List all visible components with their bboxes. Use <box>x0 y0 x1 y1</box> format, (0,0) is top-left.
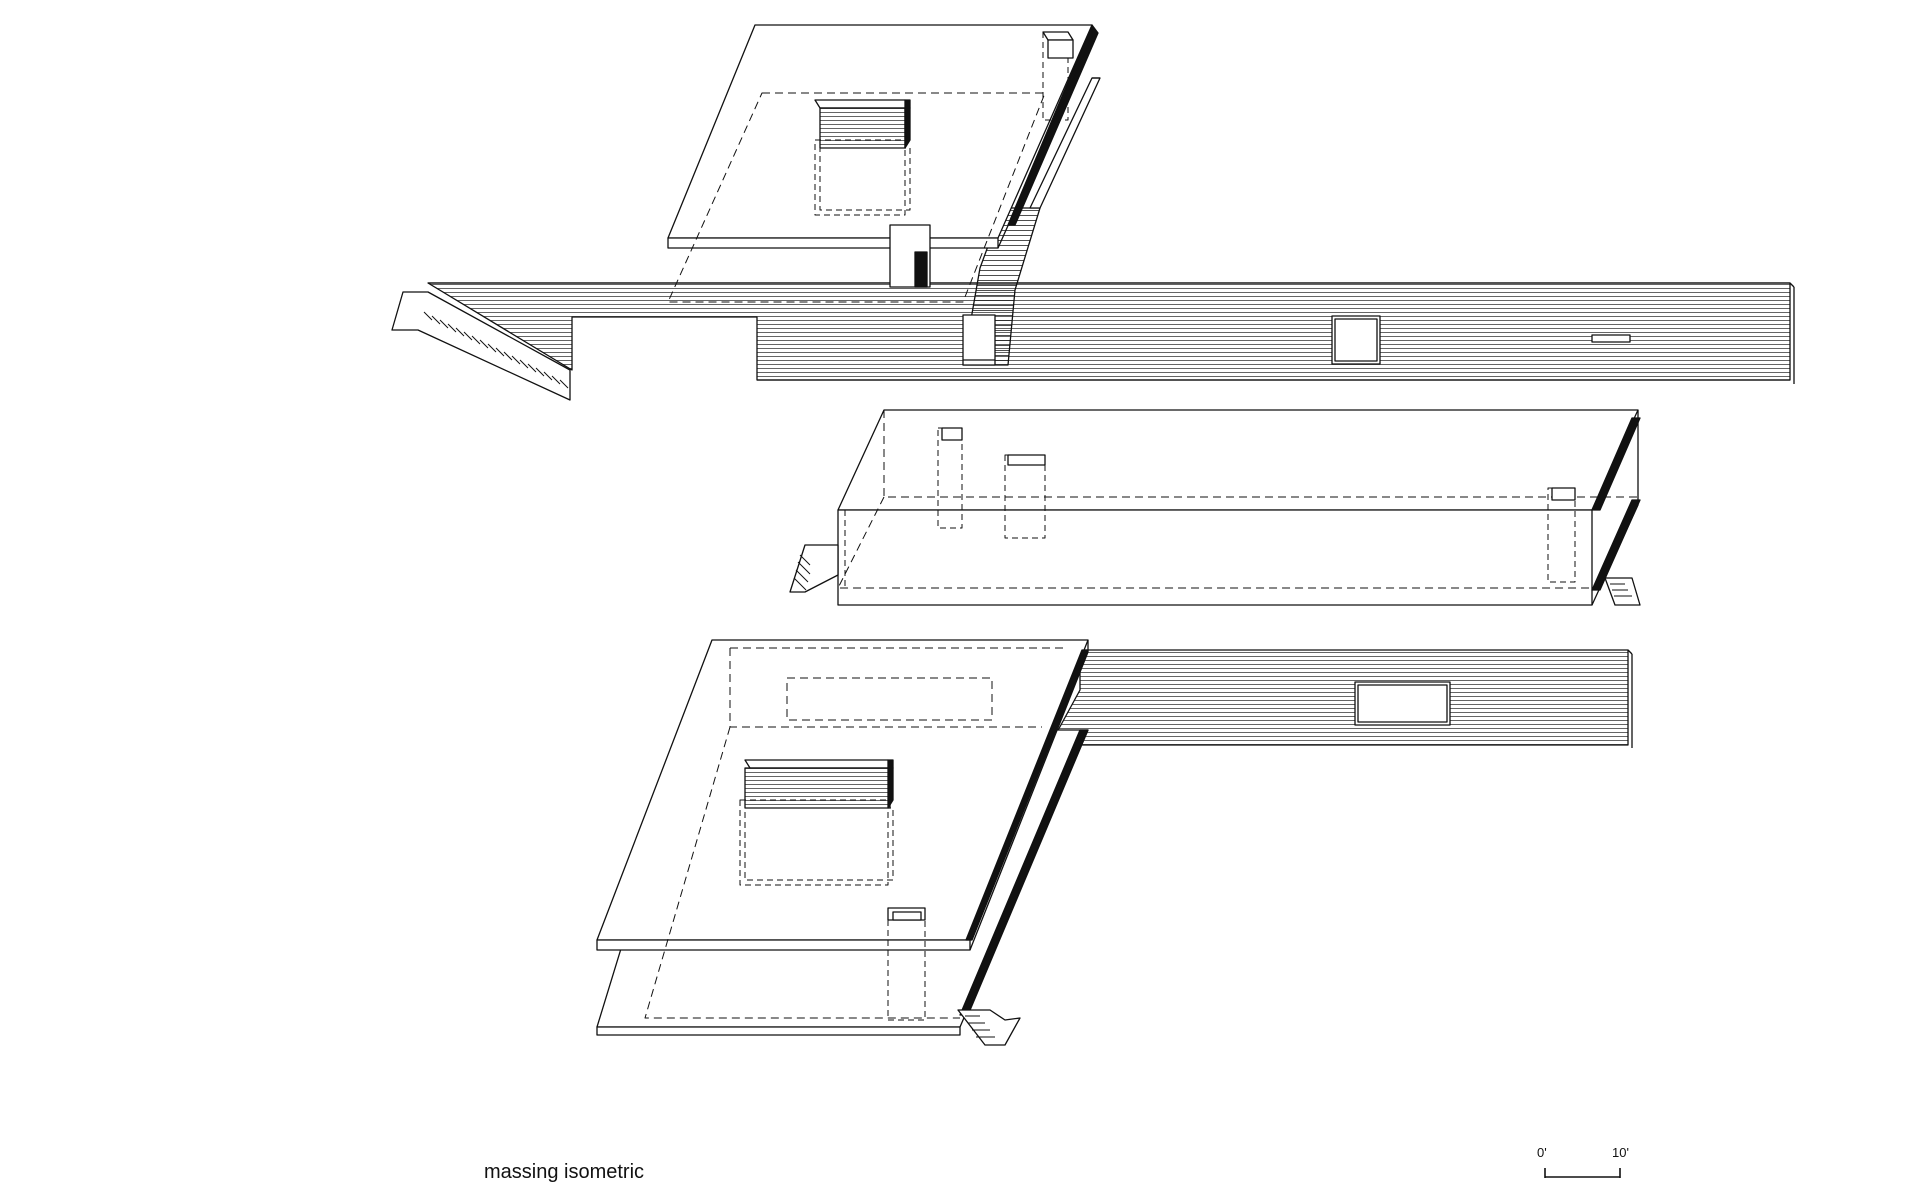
scale-end-label: 10' <box>1612 1145 1629 1160</box>
scale-start-label: 0' <box>1537 1145 1547 1160</box>
lower-level-group <box>596 639 1633 1046</box>
drawing-caption: massing isometric <box>484 1161 645 1183</box>
upper-stair-ramp <box>962 207 1041 366</box>
upper-long-wall <box>391 282 1795 401</box>
upper-box <box>814 99 911 216</box>
upper-slab <box>667 24 1093 303</box>
upper-small-column <box>889 224 931 288</box>
scale-bar <box>1544 1168 1621 1178</box>
middle-level-group <box>789 409 1641 606</box>
upper-level-group <box>391 24 1795 401</box>
